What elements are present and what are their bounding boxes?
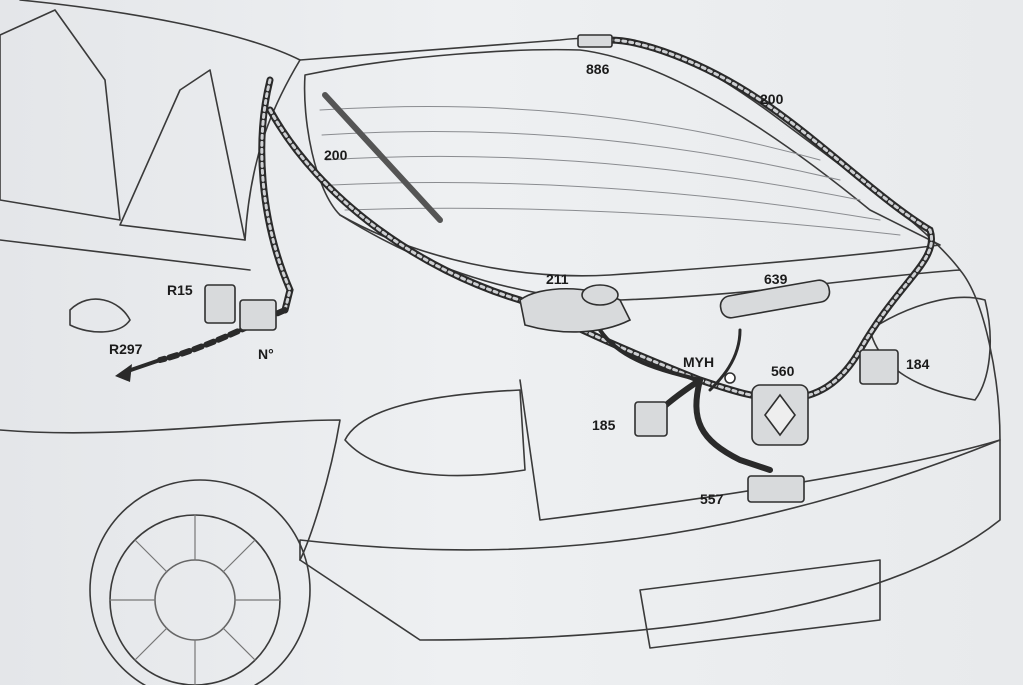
- label-557: 557: [700, 491, 724, 507]
- label-184: 184: [906, 356, 930, 372]
- label-886: 886: [586, 61, 610, 77]
- plate-light-557: [747, 475, 805, 503]
- door-line: [0, 239, 251, 271]
- wheel-arch: [89, 479, 311, 685]
- door-handle: [69, 298, 131, 333]
- right-tail-lamp: [869, 296, 991, 401]
- label-200-right: 200: [760, 91, 784, 107]
- connector-n: [239, 299, 277, 331]
- label-myh: MYH: [683, 354, 715, 370]
- label-r15: R15: [167, 282, 193, 298]
- wiper-blade: [322, 92, 443, 223]
- plate-recess: [639, 559, 881, 649]
- label-200-left: 200: [324, 147, 348, 163]
- left-tail-lamp: [344, 389, 526, 477]
- side-window-front: [0, 9, 121, 221]
- connector-r15: [204, 284, 236, 324]
- side-window-rear: [119, 69, 246, 241]
- label-211: 211: [546, 271, 569, 287]
- label-185: 185: [592, 417, 616, 433]
- label-r297: R297: [109, 341, 143, 357]
- ground-point-myh: [724, 372, 736, 384]
- rear-pillar: [244, 59, 301, 241]
- brake-light-639: [719, 279, 831, 319]
- rear-bumper: [299, 439, 1001, 641]
- body-side: [0, 419, 341, 561]
- lamp-connector-184: [859, 349, 899, 385]
- label-560: 560: [771, 363, 795, 379]
- label-n: N°: [258, 346, 274, 362]
- connector-886: [577, 34, 613, 48]
- label-639: 639: [764, 271, 788, 287]
- lamp-connector-185: [634, 401, 668, 437]
